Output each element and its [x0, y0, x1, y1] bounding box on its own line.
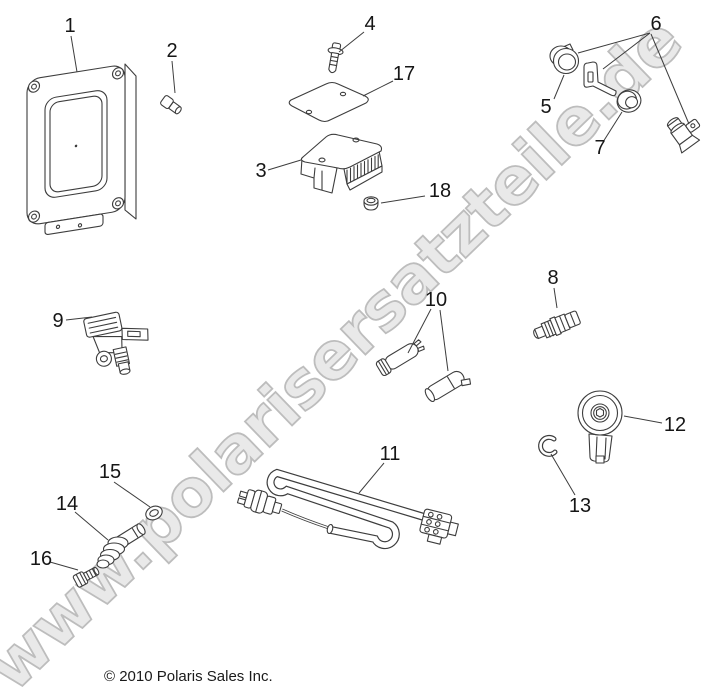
leader-4	[338, 31, 365, 53]
part-1-ecm	[26, 63, 137, 235]
callout-15: 15	[99, 461, 121, 483]
leader-17	[362, 80, 394, 97]
part-15-washer	[145, 505, 163, 521]
part-6-sensor	[666, 117, 701, 154]
callouts: 1 2 3 4 5 6 7 8 9 10 11 12 13 14 15 16 1…	[30, 13, 686, 570]
part-17-cover-plate	[288, 81, 369, 123]
callout-8: 8	[547, 267, 558, 289]
leader-13	[550, 453, 576, 496]
callout-9: 9	[52, 310, 63, 332]
leader-10a	[407, 308, 432, 354]
leader-18	[380, 195, 426, 204]
leader-15	[113, 481, 151, 508]
leader-1	[70, 35, 78, 73]
part-5-cap	[549, 43, 580, 75]
callout-7: 7	[594, 137, 605, 159]
part-3-module	[300, 133, 383, 194]
leader-16	[49, 561, 79, 571]
leader-7	[602, 111, 623, 143]
parts	[26, 42, 701, 588]
leader-6b	[602, 32, 651, 70]
callout-6: 6	[650, 13, 661, 35]
leader-8	[553, 287, 558, 309]
callout-2: 2	[166, 40, 177, 62]
callout-11: 11	[380, 443, 401, 465]
callout-1: 1	[64, 15, 75, 37]
leader-2	[171, 60, 176, 94]
leader-5	[553, 74, 565, 100]
callout-18: 18	[429, 180, 451, 202]
callout-3: 3	[255, 160, 266, 182]
leader-6a	[577, 32, 651, 54]
callout-17: 17	[393, 63, 415, 85]
part-14-elbow-fitting	[96, 523, 146, 569]
callout-10: 10	[425, 289, 447, 311]
part-18-grommet	[363, 196, 379, 211]
leader-11	[358, 462, 385, 494]
copyright-text: © 2010 Polaris Sales Inc.	[104, 668, 273, 685]
harness-connector	[419, 508, 459, 545]
leader-6c	[650, 33, 690, 125]
callout-16: 16	[30, 548, 52, 570]
part-10-cylinder-b	[424, 370, 472, 403]
part-16-bolt	[72, 566, 100, 588]
part-6-bracket	[583, 61, 617, 97]
callout-14: 14	[56, 493, 78, 515]
part-7-grommet	[616, 89, 642, 113]
harness-sensor	[236, 489, 283, 515]
leader-14	[74, 511, 109, 541]
part-2-screw	[160, 95, 182, 115]
leader-3	[267, 159, 302, 171]
part-9-map-sensor	[83, 311, 149, 375]
leader-10b	[439, 309, 449, 372]
callout-13: 13	[569, 495, 591, 517]
part-13-clip	[538, 434, 558, 457]
callout-4: 4	[364, 13, 375, 35]
leader-9	[65, 316, 93, 321]
leader-lines	[49, 31, 690, 571]
part-12-knock-sensor	[577, 390, 623, 464]
callout-5: 5	[540, 96, 551, 118]
part-11-harness	[236, 468, 459, 550]
leader-12	[623, 415, 663, 424]
part-4-screw	[327, 42, 344, 74]
callout-12: 12	[664, 414, 686, 436]
part-8-sensor	[533, 310, 581, 340]
